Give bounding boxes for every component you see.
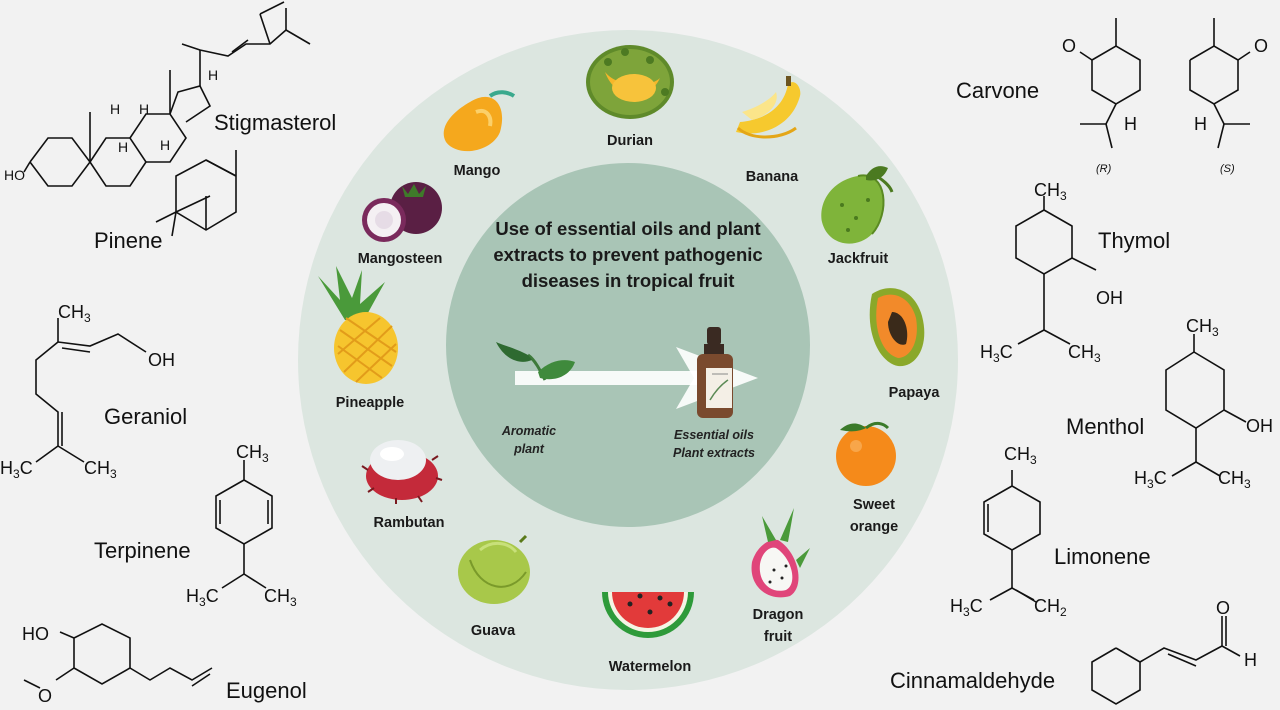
stigmasterol-h-label-2: H xyxy=(139,101,149,117)
terpinene-h3c-label: H3C xyxy=(186,586,219,609)
jackfruit-label: Jackfruit xyxy=(827,251,889,267)
thymol-ch3-label: CH3 xyxy=(1034,180,1067,203)
limonene-label: Limonene xyxy=(1054,544,1151,569)
rambutan-icon xyxy=(361,440,443,504)
mangosteen-icon xyxy=(362,182,442,242)
menthol-oh-label: OH xyxy=(1246,416,1273,436)
carvone-s-caption: (S) xyxy=(1220,163,1235,175)
eugenol-structure xyxy=(23,623,213,689)
geraniol-structure xyxy=(35,318,147,463)
carvone-s-structure xyxy=(1189,18,1251,149)
stigmasterol-label: Stigmasterol xyxy=(214,110,337,135)
durian-label: Durian xyxy=(607,133,653,149)
pinene-structure xyxy=(155,150,237,237)
essential-oils-caption-line-1: Essential oils xyxy=(674,428,754,442)
stigmasterol-h-label-3: H xyxy=(118,139,128,155)
stigmasterol-h-label-4: H xyxy=(160,137,170,153)
thymol-oh-label: OH xyxy=(1096,288,1123,308)
menthol-h3c-label: H3C xyxy=(1134,468,1167,491)
cinnamaldehyde-label: Cinnamaldehyde xyxy=(890,668,1056,693)
stigmasterol-h-label-5: H xyxy=(208,67,218,83)
menthol-ch3-label-2: CH3 xyxy=(1218,468,1251,491)
aromatic-plant-caption-line-2: plant xyxy=(514,442,544,456)
stigmasterol-structure xyxy=(23,1,311,187)
terpinene-ch3-label: CH3 xyxy=(236,442,269,465)
pineapple-icon xyxy=(318,266,398,384)
carvone-r-structure xyxy=(1079,18,1141,149)
mango-icon xyxy=(443,90,516,152)
stigmasterol-ho-label: HO xyxy=(4,167,25,183)
carvone-r-h-label: H xyxy=(1124,114,1137,134)
papaya-icon xyxy=(869,288,925,367)
sweet-orange-icon xyxy=(836,421,896,486)
center-title: Use of essential oils and plant extracts… xyxy=(493,218,763,291)
aromatic-plant-caption-line-1: Aromatic xyxy=(501,424,557,438)
dragon-fruit-icon xyxy=(751,508,810,598)
geraniol-label: Geraniol xyxy=(104,404,188,429)
banana-label: Banana xyxy=(745,169,799,185)
dragon-fruit-label-line-1: Dragon xyxy=(752,607,804,623)
carvone-s-o-label: O xyxy=(1254,36,1268,56)
essential-oil-bottle-icon xyxy=(697,327,733,418)
eugenol-ho-label: HO xyxy=(22,624,49,644)
dragon-fruit-label-line-2: fruit xyxy=(763,629,793,645)
watermelon-icon xyxy=(602,592,694,638)
guava-label: Guava xyxy=(470,623,516,639)
thymol-ch3-label-2: CH3 xyxy=(1068,342,1101,365)
rambutan-label: Rambutan xyxy=(373,515,445,531)
carvone-s-h-label: H xyxy=(1194,114,1207,134)
essential-oils-caption-line-2: Plant extracts xyxy=(673,446,755,460)
terpinene-ch3-label-2: CH3 xyxy=(264,586,297,609)
sweet-orange-label-line-2: orange xyxy=(849,519,899,535)
geraniol-ch3-label-2: CH3 xyxy=(84,458,117,481)
eugenol-o-label: O xyxy=(38,686,52,706)
cinnamaldehyde-h-label: H xyxy=(1244,650,1257,670)
limonene-h3c-label: H3C xyxy=(950,596,983,619)
limonene-ch3-label: CH3 xyxy=(1004,444,1037,467)
stigmasterol-h-label-1: H xyxy=(110,101,120,117)
jackfruit-icon xyxy=(821,166,894,244)
thymol-label: Thymol xyxy=(1098,228,1171,253)
mango-label: Mango xyxy=(453,163,501,179)
sweet-orange-label-line-1: Sweet xyxy=(853,497,895,513)
thymol-h3c-label: H3C xyxy=(980,342,1013,365)
inner-circle xyxy=(446,163,810,527)
cinnamaldehyde-structure xyxy=(1091,616,1241,705)
banana-icon xyxy=(736,76,801,139)
aromatic-plant-icon xyxy=(496,342,575,381)
pineapple-label: Pineapple xyxy=(335,395,405,411)
aromatic-plant-caption: Aromatic plant xyxy=(492,422,566,458)
durian-icon xyxy=(586,45,674,119)
geraniol-h3c-label: H3C xyxy=(0,458,33,481)
eugenol-label: Eugenol xyxy=(226,678,307,703)
terpinene-structure xyxy=(215,460,273,589)
thymol-structure xyxy=(1015,196,1097,345)
geraniol-oh-label: OH xyxy=(148,350,175,370)
geraniol-ch3-label: CH3 xyxy=(58,302,91,325)
limonene-ch2-label: CH2 xyxy=(1034,596,1067,619)
pinene-label: Pinene xyxy=(94,228,163,253)
guava-icon xyxy=(458,534,530,604)
sweet-orange-label: Sweet orange xyxy=(838,494,910,538)
mangosteen-label: Mangosteen xyxy=(357,251,443,267)
carvone-r-o-label: O xyxy=(1062,36,1076,56)
menthol-structure xyxy=(1165,334,1247,477)
menthol-label: Menthol xyxy=(1066,414,1145,439)
watermelon-label: Watermelon xyxy=(608,659,692,675)
dragon-fruit-label: Dragon fruit xyxy=(740,604,816,648)
cinnamaldehyde-o-label: O xyxy=(1216,598,1230,618)
carvone-label: Carvone xyxy=(956,78,1040,103)
menthol-ch3-label: CH3 xyxy=(1186,316,1219,339)
terpinene-label: Terpinene xyxy=(94,538,191,563)
papaya-label: Papaya xyxy=(888,385,940,401)
carvone-r-caption: (R) xyxy=(1096,163,1112,175)
essential-oils-caption: Essential oils Plant extracts xyxy=(664,426,764,462)
limonene-structure xyxy=(983,470,1041,603)
